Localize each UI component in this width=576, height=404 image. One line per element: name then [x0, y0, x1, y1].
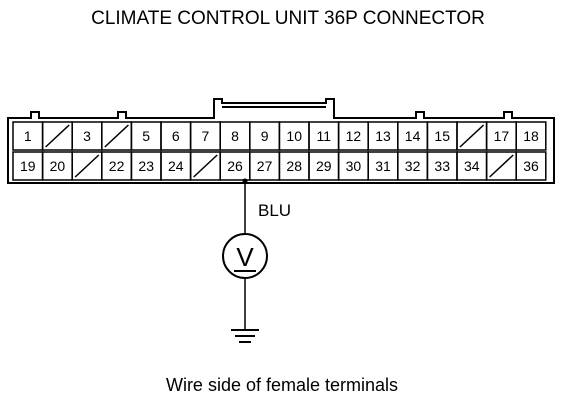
terminal-20: 20: [41, 151, 73, 181]
terminal-number: 14: [405, 128, 421, 144]
terminal-number: 29: [316, 158, 332, 174]
terminal-number: 1: [24, 128, 32, 144]
terminal-number: 18: [523, 128, 539, 144]
terminal-number: 5: [142, 128, 150, 144]
terminal-unused: [101, 121, 133, 151]
terminal-9: 9: [249, 121, 281, 151]
terminal-10: 10: [278, 121, 310, 151]
terminal-14: 14: [397, 121, 429, 151]
terminal-8: 8: [219, 121, 251, 151]
unused-terminal-slash: [74, 154, 100, 178]
terminal-number: 10: [286, 128, 302, 144]
terminal-23: 23: [130, 151, 162, 181]
terminal-24: 24: [160, 151, 192, 181]
connector-row-2: 19 20 22 23 24 26 27 28 29 30 31 32 33 34 36: [12, 151, 547, 181]
unused-terminal-slash: [459, 124, 485, 148]
voltmeter-symbol: V: [236, 242, 254, 272]
terminal-number: 13: [375, 128, 391, 144]
terminal-number: 8: [231, 128, 239, 144]
terminal-31: 31: [367, 151, 399, 181]
terminal-unused: [485, 151, 517, 181]
terminal-number: 23: [138, 158, 154, 174]
terminal-number: 28: [286, 158, 302, 174]
terminal-11: 11: [308, 121, 340, 151]
terminal-number: 36: [523, 158, 539, 174]
terminal-number: 22: [109, 158, 125, 174]
terminal-number: 33: [434, 158, 450, 174]
terminal-unused: [41, 121, 73, 151]
wire-color-label: BLU: [258, 201, 291, 220]
terminal-number: 15: [434, 128, 450, 144]
ground-icon: [231, 329, 259, 343]
terminal-29: 29: [308, 151, 340, 181]
terminal-17: 17: [485, 121, 517, 151]
terminal-number: 32: [405, 158, 421, 174]
terminal-unused: [456, 121, 488, 151]
connector-housing: [7, 98, 555, 184]
terminal-number: 24: [168, 158, 184, 174]
terminal-27: 27: [249, 151, 281, 181]
terminal-7: 7: [189, 121, 221, 151]
terminal-number: 27: [257, 158, 273, 174]
terminal-36: 36: [515, 151, 547, 181]
terminal-unused: [189, 151, 221, 181]
terminal-33: 33: [426, 151, 458, 181]
terminal-number: 19: [20, 158, 36, 174]
terminal-number: 11: [317, 128, 332, 144]
terminal-number: 20: [50, 158, 66, 174]
diagram-title: CLIMATE CONTROL UNIT 36P CONNECTOR: [91, 8, 485, 29]
terminal-30: 30: [337, 151, 369, 181]
terminal-6: 6: [160, 121, 192, 151]
terminal-number: 3: [83, 128, 91, 144]
unused-terminal-slash: [489, 154, 514, 178]
terminal-34: 34: [456, 151, 488, 181]
terminal-number: 6: [172, 128, 180, 144]
terminal-number: 30: [346, 158, 362, 174]
terminal-number: 12: [346, 128, 362, 144]
terminal-number: 7: [202, 128, 210, 144]
unused-terminal-slash: [193, 154, 218, 178]
voltmeter-icon: V: [222, 233, 268, 279]
terminal-number: 17: [494, 128, 510, 144]
unused-terminal-slash: [104, 124, 129, 148]
terminal-5: 5: [130, 121, 162, 151]
terminal-13: 13: [367, 121, 399, 151]
terminal-28: 28: [278, 151, 310, 181]
terminal-number: 26: [227, 158, 243, 174]
terminal-15: 15: [426, 121, 458, 151]
terminal-3: 3: [71, 121, 103, 151]
connector-caption: Wire side of female terminals: [166, 375, 398, 395]
terminal-12: 12: [337, 121, 369, 151]
unused-terminal-slash: [45, 124, 70, 148]
terminal-19: 19: [12, 151, 44, 181]
terminal-18: 18: [515, 121, 547, 151]
terminal-1: 1: [12, 121, 44, 151]
terminal-number: 34: [464, 158, 480, 174]
terminal-unused: [71, 151, 103, 181]
terminal-32: 32: [397, 151, 429, 181]
terminal-number: 31: [375, 158, 391, 174]
terminal-number: 9: [261, 128, 269, 144]
terminal-22: 22: [101, 151, 133, 181]
terminal-26: 26: [219, 151, 251, 181]
